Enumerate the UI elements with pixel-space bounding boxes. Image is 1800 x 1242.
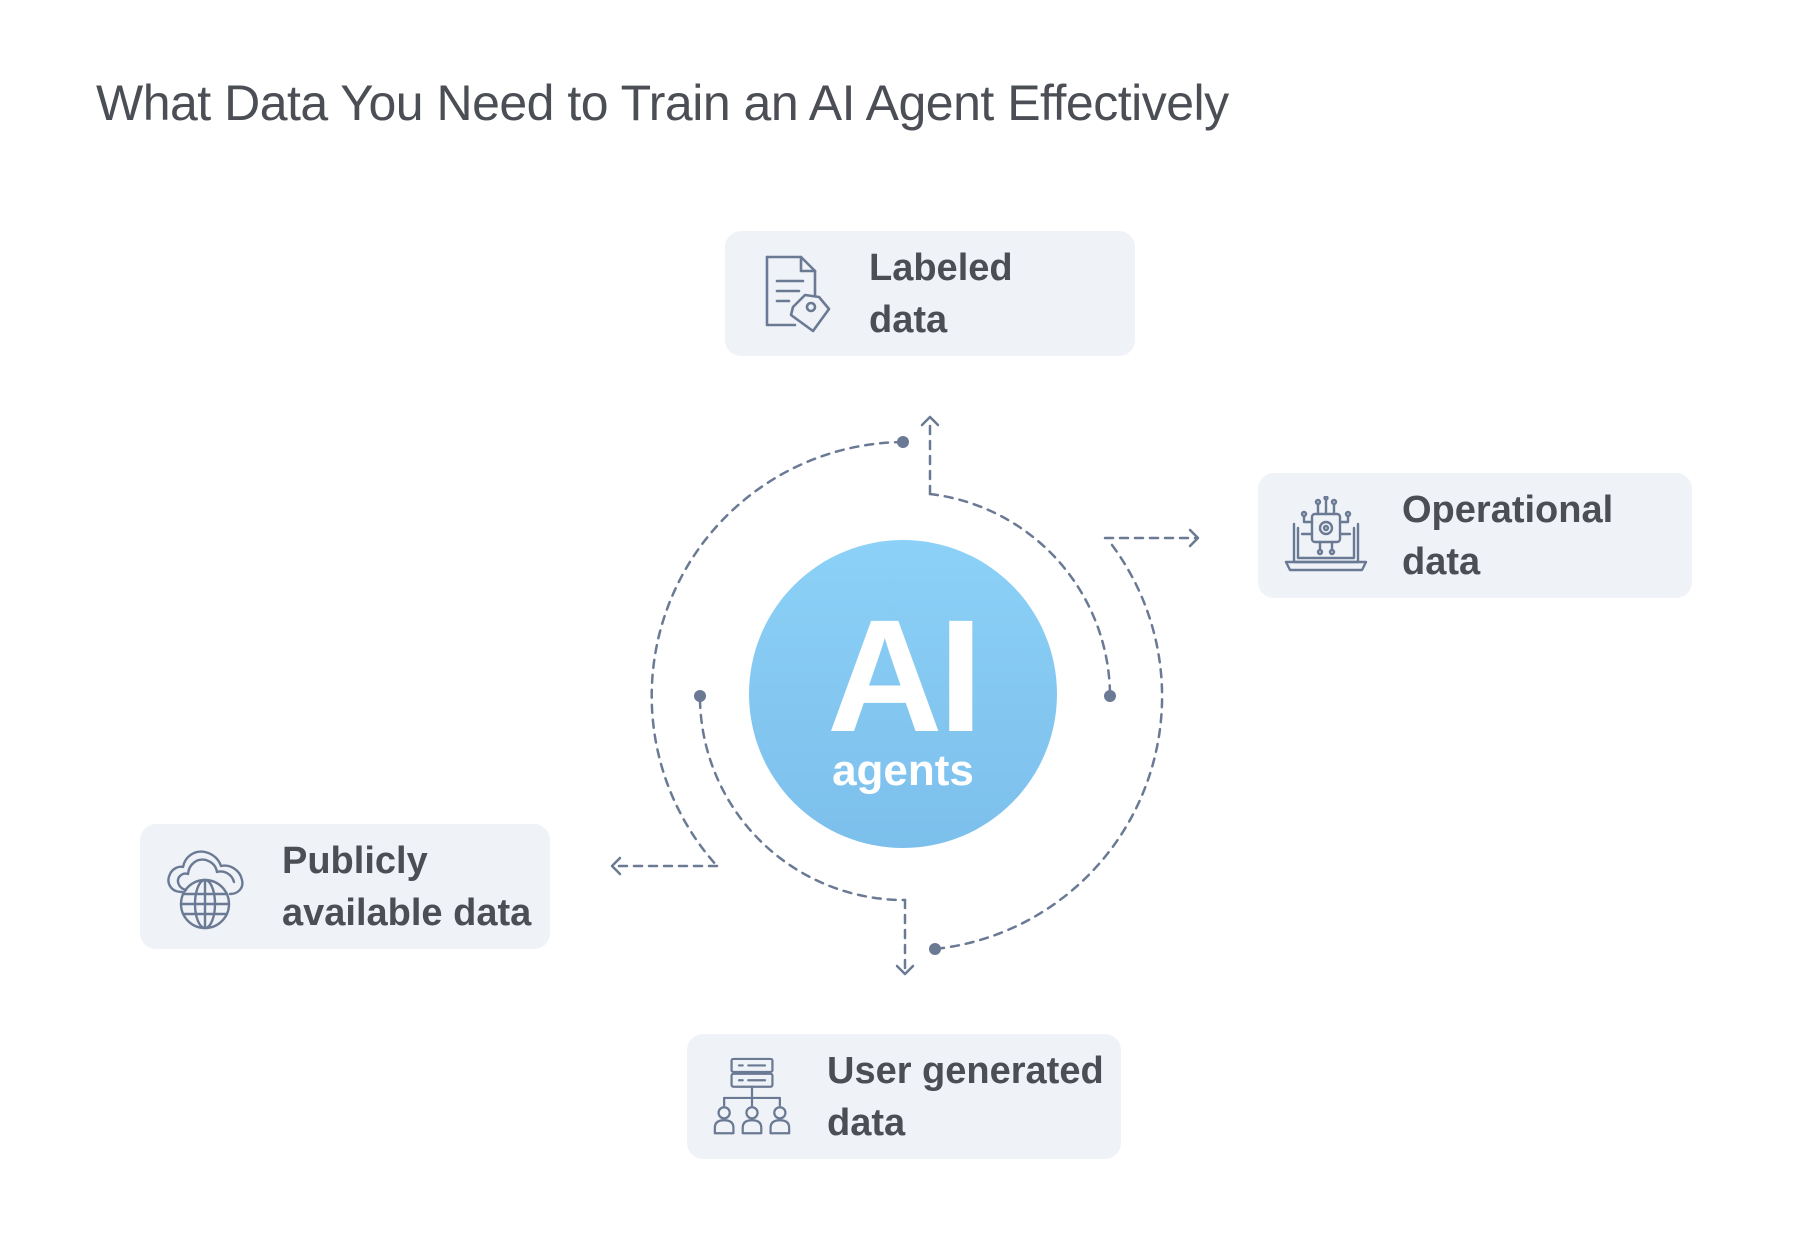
server-users-icon [713,1054,791,1140]
diagram-title: What Data You Need to Train an AI Agent … [96,75,1229,131]
hub-sub-text: agents [832,746,974,795]
node-user-generated-data: User generated data [687,1034,1121,1159]
dot-top [897,436,909,448]
inner-top-arc [928,492,1112,698]
hub-main-text: AI [827,586,983,765]
dot-bottom [929,943,941,955]
arrow-left-public [610,856,622,876]
outer-right-arc [933,543,1164,951]
node-labeled-label: Labeled data [869,242,1013,346]
node-operational-label: Operational data [1402,484,1613,588]
node-user-line1: User generated [827,1049,1104,1092]
cloud-globe-icon [164,844,248,930]
document-tag-icon [759,251,835,337]
arrow-down-user [895,964,915,976]
node-operational-data: Operational data [1258,473,1692,598]
inner-bottom-arc [698,698,907,902]
ai-agents-hub: AI agents [749,540,1057,848]
node-operational-line2: data [1402,540,1481,583]
dot-right [1104,690,1116,702]
laptop-chip-icon [1284,495,1368,576]
node-public-line1: Publicly [282,839,428,882]
node-public-data: Publicly available data [140,824,550,949]
node-labeled-line1: Labeled [869,246,1013,289]
node-public-label: Publicly available data [282,835,531,939]
node-user-label: User generated data [827,1045,1104,1149]
outer-left-arc [650,440,905,868]
node-user-line2: data [827,1101,906,1144]
dot-left [694,690,706,702]
node-operational-line1: Operational [1402,488,1614,531]
node-labeled-data: Labeled data [725,231,1135,356]
node-public-line2: available data [282,891,532,934]
node-labeled-line2: data [869,298,948,341]
arrow-up-labeled [920,415,940,427]
arrow-right-operational [1188,528,1200,548]
